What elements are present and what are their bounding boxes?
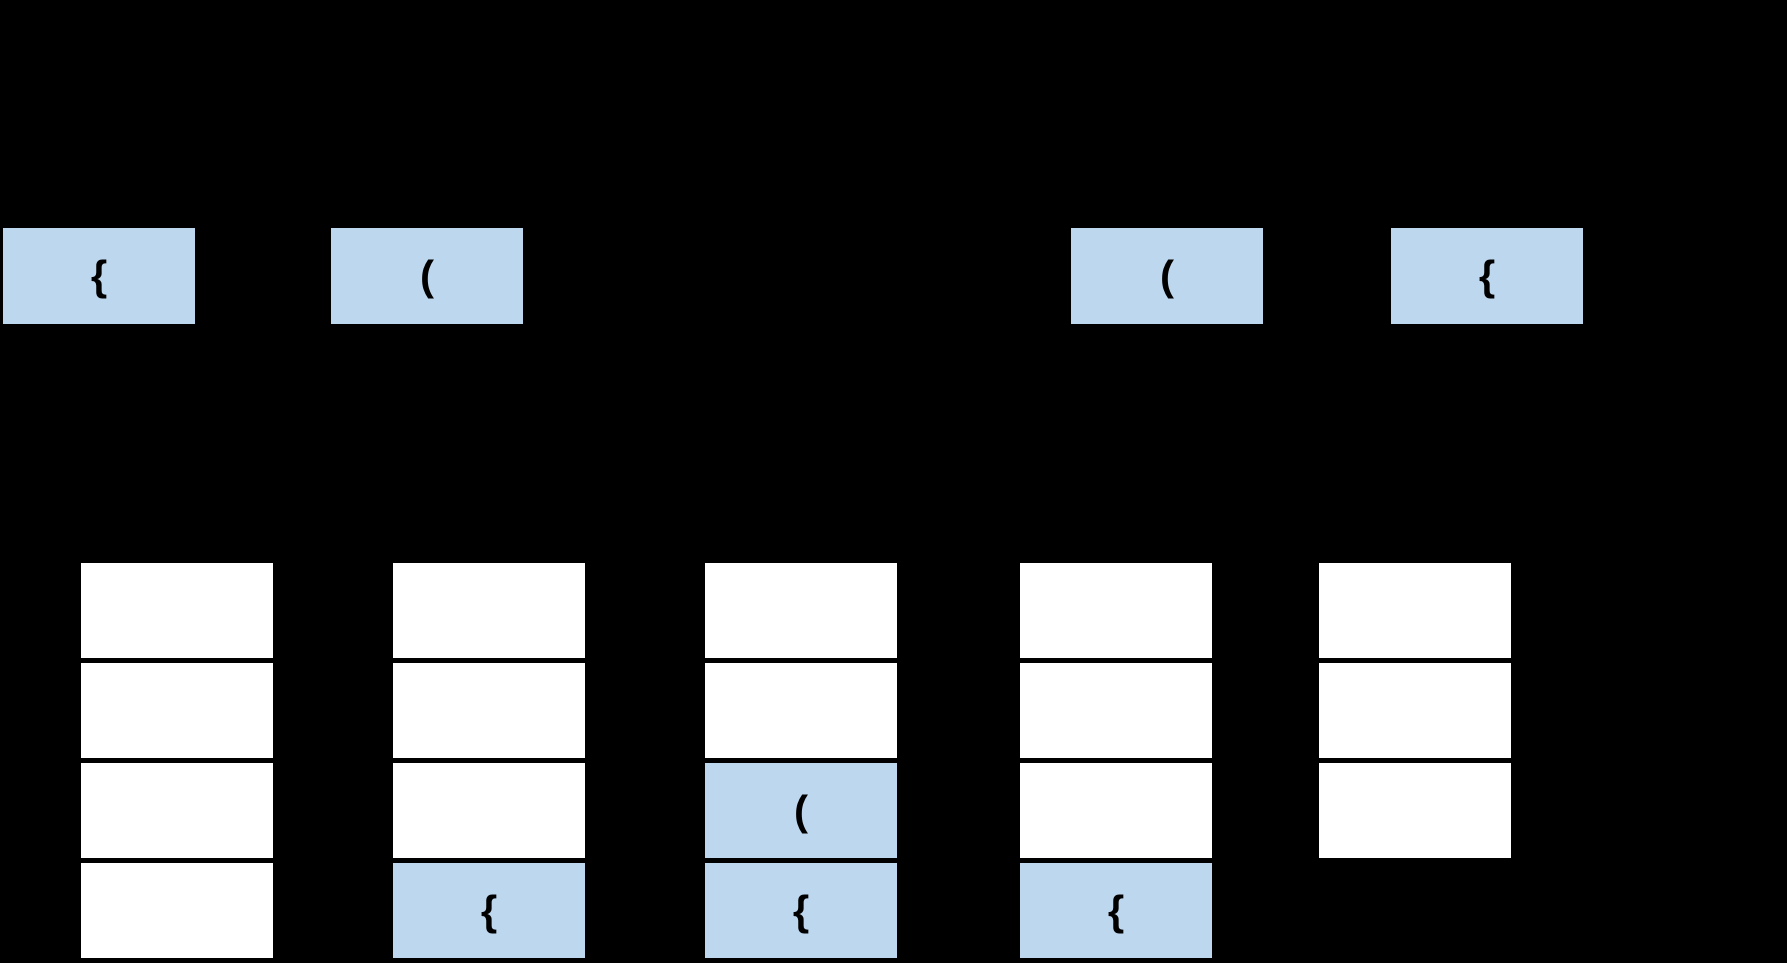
token-box-1: {	[3, 228, 195, 324]
stack-cell-pushed: (	[705, 763, 897, 858]
stack-cell	[1020, 563, 1212, 658]
stack-2: {	[393, 563, 585, 958]
stack-cell	[1319, 563, 1511, 658]
stack-cell-pushed: {	[393, 863, 585, 958]
stack-4: {	[1020, 563, 1212, 958]
stack-cell	[81, 763, 273, 858]
stack-cell	[81, 863, 273, 958]
token-box-3: (	[1071, 228, 1263, 324]
stack-cell	[1020, 763, 1212, 858]
stack-cell	[1319, 763, 1511, 858]
stack-cell	[81, 563, 273, 658]
stack-cell	[705, 563, 897, 658]
stack-cell	[81, 663, 273, 758]
stack-cell	[1020, 663, 1212, 758]
stack-3: ( {	[705, 563, 897, 958]
stack-cell	[705, 663, 897, 758]
stack-cell-pushed: {	[1020, 863, 1212, 958]
stack-cell	[393, 563, 585, 658]
token-box-4: {	[1391, 228, 1583, 324]
stack-cell-pushed: {	[705, 863, 897, 958]
stack-cell	[393, 763, 585, 858]
stack-1	[81, 563, 273, 958]
stack-cell	[1319, 663, 1511, 758]
stack-5	[1319, 563, 1511, 858]
stack-cell	[393, 663, 585, 758]
token-box-2: (	[331, 228, 523, 324]
